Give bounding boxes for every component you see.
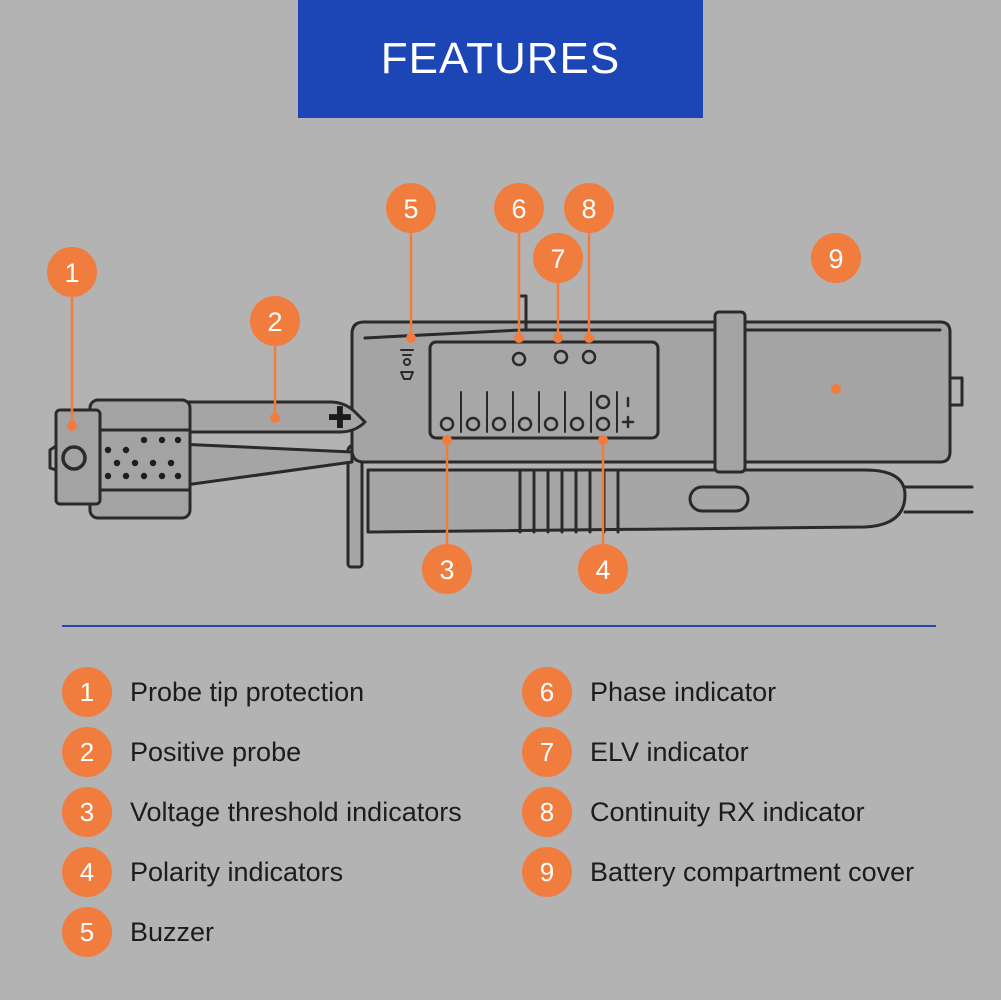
- legend-label: Voltage threshold indicators: [130, 796, 462, 827]
- callout-2: 2: [250, 296, 300, 346]
- continuity-led: [581, 349, 597, 365]
- legend-label: Buzzer: [130, 916, 215, 947]
- buzzer-icon: [400, 349, 414, 380]
- plus-symbol: ✚: [327, 402, 352, 435]
- svg-text:3: 3: [439, 555, 454, 585]
- callout-6: 6: [494, 183, 544, 233]
- legend-badge: 5: [62, 907, 112, 957]
- svg-text:6: 6: [511, 194, 526, 224]
- section-divider: [62, 625, 936, 627]
- legend-badge: 8: [522, 787, 572, 837]
- callout-anchor-dots: [67, 333, 841, 445]
- features-banner: FEATURES: [298, 0, 703, 118]
- legend-label: Probe tip protection: [130, 676, 365, 707]
- legend-badge: 3: [62, 787, 112, 837]
- legend-label: Phase indicator: [590, 676, 777, 707]
- callout-4: 4: [578, 544, 628, 594]
- callout-7: 7: [533, 233, 583, 283]
- legend-item-2: 2 Positive probe: [62, 727, 301, 777]
- legend-item-7: 7 ELV indicator: [522, 727, 749, 777]
- threshold-leds: [439, 416, 611, 432]
- legend-item-4: 4 Polarity indicators: [62, 847, 343, 897]
- indicator-window: [428, 340, 660, 440]
- legend-label: ELV indicator: [590, 736, 749, 767]
- grip-handle: [366, 468, 907, 534]
- probe-tip-cap: [48, 398, 192, 520]
- polarity-led: [595, 394, 611, 410]
- legend-item-3: 3 Voltage threshold indicators: [62, 787, 462, 837]
- elv-led: [553, 349, 569, 365]
- banner-title: FEATURES: [380, 34, 621, 83]
- legend-item-1: 1 Probe tip protection: [62, 667, 364, 717]
- voltage-tester-diagram: ✚: [47, 183, 974, 594]
- finger-guard: [346, 443, 364, 569]
- callout-9: 9: [811, 233, 861, 283]
- phase-led: [511, 351, 527, 367]
- callout-leaders: [70, 230, 605, 547]
- legend-badge: 7: [522, 727, 572, 777]
- legend-badge: 6: [522, 667, 572, 717]
- legend-label: Positive probe: [130, 736, 302, 767]
- svg-text:9: 9: [828, 244, 843, 274]
- callout-5: 5: [386, 183, 436, 233]
- callout-badges: 1 2 3 4 5 6 7 8: [47, 183, 861, 594]
- svg-text:7: 7: [550, 244, 565, 274]
- threshold-ticks: [460, 391, 618, 433]
- svg-text:5: 5: [403, 194, 418, 224]
- legend-badge: 4: [62, 847, 112, 897]
- legend-badge: 9: [522, 847, 572, 897]
- test-lead-cable: [903, 485, 974, 514]
- callout-3: 3: [422, 544, 472, 594]
- legend-label: Polarity indicators: [130, 856, 344, 887]
- svg-text:1: 1: [64, 258, 79, 288]
- svg-text:8: 8: [581, 194, 596, 224]
- legend-item-5: 5 Buzzer: [62, 907, 214, 957]
- svg-text:2: 2: [267, 307, 282, 337]
- svg-text:4: 4: [595, 555, 610, 585]
- legend-item-8: 8 Continuity RX indicator: [522, 787, 865, 837]
- legend-label: Battery compartment cover: [590, 856, 915, 887]
- legend-badge: 1: [62, 667, 112, 717]
- legend-item-6: 6 Phase indicator: [522, 667, 776, 717]
- legend-badge: 2: [62, 727, 112, 777]
- legend-item-9: 9 Battery compartment cover: [522, 847, 914, 897]
- callout-1: 1: [47, 247, 97, 297]
- polarity-symbols: [621, 396, 635, 429]
- legend-label: Continuity RX indicator: [590, 796, 865, 827]
- vent-holes: [104, 436, 182, 480]
- callout-8: 8: [564, 183, 614, 233]
